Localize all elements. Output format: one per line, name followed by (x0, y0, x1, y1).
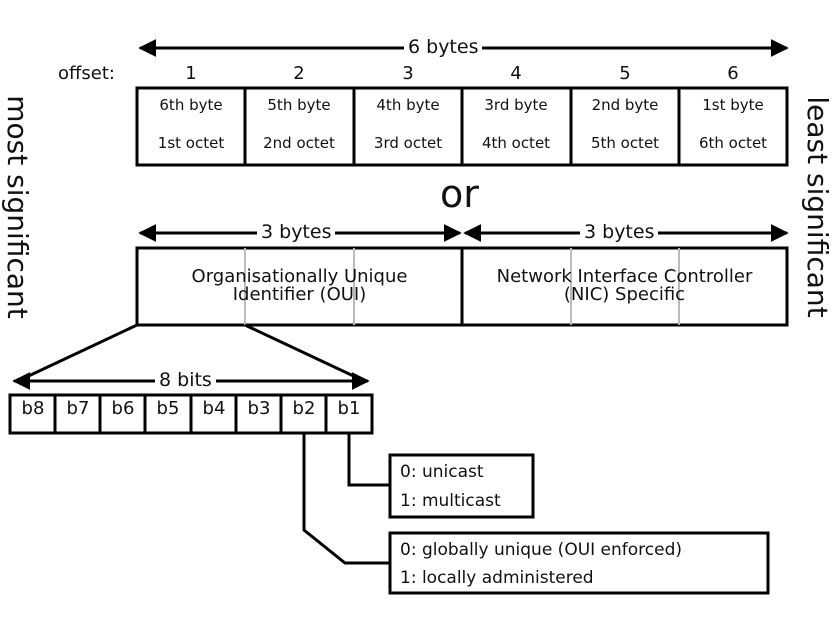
six-bytes-label: 6 bytes (404, 36, 483, 58)
offset-number: 4 (510, 63, 522, 84)
octet-label: 6th octet (698, 134, 768, 152)
octet-label: 5th octet (590, 134, 660, 152)
b1-note-box (388, 453, 535, 519)
bit-label: b1 (337, 398, 361, 419)
offset-number: 6 (727, 63, 739, 84)
b1-note-line-2: 1: multicast (400, 491, 501, 511)
octet-label: 3rd octet (373, 134, 443, 152)
octet-label: 2nd octet (263, 134, 335, 152)
byte-label: 1st byte (702, 96, 764, 114)
oui-line-1: Organisationally Unique (191, 266, 408, 287)
bit-label: b7 (66, 398, 90, 419)
oui-span-label: 3 bytes (257, 221, 336, 243)
most-significant-label: most significant (1, 95, 34, 319)
nic-line-2: (NIC) Specific (563, 284, 686, 305)
nic-text: Network Interface Controller (NIC) Speci… (462, 268, 787, 304)
offset-number: 3 (402, 63, 414, 84)
byte-label: 2nd byte (591, 96, 659, 114)
bit-label: b8 (21, 398, 45, 419)
eight-bits-label: 8 bits (155, 369, 216, 391)
least-significant-label: least significant (801, 96, 834, 318)
bit-label: b4 (202, 398, 226, 419)
octet-label: 4th octet (481, 134, 551, 152)
b2-note-line-2: 1: locally administered (400, 568, 594, 588)
or-label: or (440, 172, 479, 216)
bit-label: b5 (156, 398, 180, 419)
nic-span-label: 3 bytes (580, 221, 659, 243)
b1-note-line-1: 0: unicast (400, 462, 484, 482)
oui-line-2: Identifier (OUI) (232, 284, 367, 305)
offset-number: 2 (293, 63, 305, 84)
b2-note-line-1: 0: globally unique (OUI enforced) (400, 540, 683, 560)
b1-connector (347, 433, 390, 487)
offset-label: offset: (58, 63, 115, 84)
b2-note-box (388, 531, 770, 595)
octet-label: 1st octet (157, 134, 225, 152)
zoom-line-left (19, 323, 138, 382)
byte-label: 6th byte (159, 96, 223, 114)
bit-label: b3 (247, 398, 271, 419)
byte-label: 5th byte (267, 96, 331, 114)
bit-label: b6 (111, 398, 135, 419)
oui-text: Organisationally Unique Identifier (OUI) (137, 268, 462, 304)
offset-number: 5 (619, 63, 631, 84)
byte-label: 3rd byte (484, 96, 548, 114)
b2-connector (302, 433, 390, 565)
zoom-line-right (244, 323, 363, 382)
nic-line-1: Network Interface Controller (496, 266, 753, 287)
bit-label: b2 (292, 398, 316, 419)
offset-number: 1 (185, 63, 197, 84)
byte-label: 4th byte (376, 96, 440, 114)
